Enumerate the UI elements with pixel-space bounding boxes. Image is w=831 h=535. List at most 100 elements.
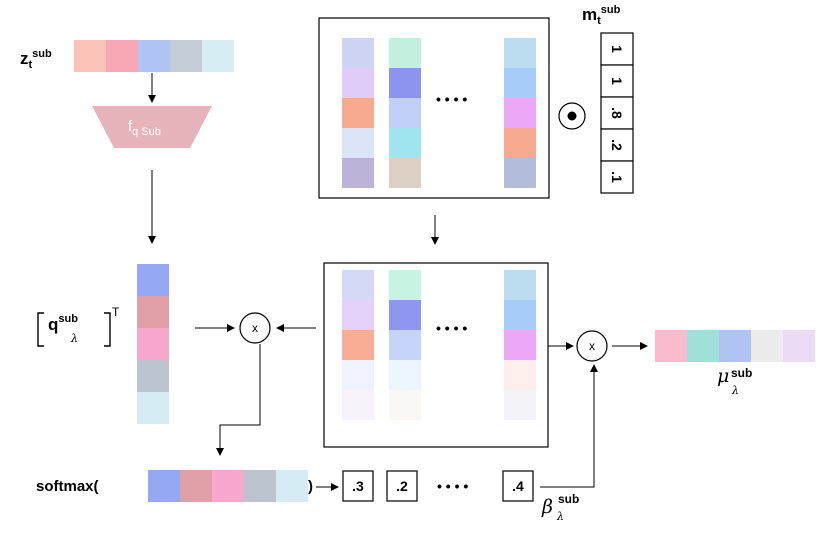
mask-vector: 1 1 .8 .2 .1 [600,32,634,194]
softmax-close-label: ) [308,478,313,495]
z-label: ztsub [20,48,52,71]
q-label-subscript: λ [70,332,78,345]
multiply-node-1-label: x [252,321,258,335]
memory-middle-col1-cell-5 [342,390,374,420]
memory-top-col3-cell-5 [504,158,536,188]
memory-top-col3-cell-4 [504,128,536,158]
q-vector-cell-2 [137,296,169,328]
memory-box-middle [323,262,549,448]
memory-top-col2-cell-2 [389,68,421,98]
beta-label-subscript: λ [556,510,564,523]
memory-middle-col3-cell-1 [504,270,536,300]
q-vector [137,264,169,424]
q-left-bracket [37,312,44,347]
mu-label-superscript: sub [731,366,752,380]
beta-label-superscript: sub [558,492,579,506]
softmax-input-cell-3 [212,470,244,502]
memory-top-col2-cell-1 [389,38,421,68]
memory-middle-col2-cell-4 [389,360,421,390]
softmax-open-label: softmax( [36,478,99,495]
memory-middle-col2-cell-3 [389,330,421,360]
memory-middle-col3-cell-3 [504,330,536,360]
memory-middle-col1-cell-2 [342,300,374,330]
softmax-input-vector [148,470,308,502]
memory-middle-col1-cell-4 [342,360,374,390]
z-vector-cell-2 [106,40,138,72]
memory-top-col3-cell-3 [504,98,536,128]
f-label: fq Sub [128,118,161,138]
memory-top-column-3 [504,38,536,188]
q-transpose-mark: T [112,305,120,319]
memory-top-column-2 [389,38,421,188]
mu-vector-cell-5 [783,330,815,362]
memory-middle-column-3 [504,270,536,420]
beta-vector: .3.2.4 [342,470,534,502]
q-vector-cell-5 [137,392,169,424]
mask-value-2: 1 [609,77,625,85]
multiply-node-2 [576,330,608,362]
softmax-input-cell-1 [148,470,180,502]
memory-box-top [318,17,550,199]
mu-label-subscript: λ [731,384,739,397]
z-vector-cell-1 [74,40,106,72]
z-vector [74,40,234,72]
memory-middle-column-2 [389,270,421,420]
mask-value-1: 1 [609,45,625,53]
q-vector-cell-3 [137,328,169,360]
mu-vector-cell-3 [719,330,751,362]
beta-value-3: .4 [512,478,524,494]
mask-cell-4 [600,128,634,162]
memory-top-col2-cell-3 [389,98,421,128]
memory-middle-col2-cell-2 [389,300,421,330]
memory-top-col2-cell-5 [389,158,421,188]
softmax-input-cell-4 [244,470,276,502]
memory-middle-col1-cell-3 [342,330,374,360]
memory-top-col1-cell-4 [342,128,374,158]
memory-middle-col2-cell-1 [389,270,421,300]
multiply-node-2-label: x [589,339,595,353]
beta-value-1: .3 [352,478,364,494]
multiply-node-1 [239,312,271,344]
beta-cell-2 [386,470,418,502]
mask-value-3: .8 [609,107,625,119]
mu-vector [655,330,815,362]
q-vector-cell-4 [137,360,169,392]
memory-middle-col3-cell-4 [504,360,536,390]
mask-cell-1 [600,32,634,66]
memory-top-col1-cell-2 [342,68,374,98]
mu-label: μ [717,365,729,387]
memory-top-col2-cell-4 [389,128,421,158]
memory-middle-column-1 [342,270,374,420]
elementwise-product-dot [567,111,577,121]
mask-cell-5 [600,160,634,194]
z-vector-cell-3 [138,40,170,72]
beta-label: β [541,496,553,518]
mask-cell-2 [600,64,634,98]
beta-ellipsis: • • • • [437,478,468,494]
mask-value-5: .1 [609,171,625,183]
mask-value-4: .2 [609,139,625,151]
q-vector-cell-1 [137,264,169,296]
mu-vector-cell-1 [655,330,687,362]
memory-top-col3-cell-2 [504,68,536,98]
beta-cell-3 [502,470,534,502]
q-label: qsub [48,313,78,334]
memory-middle-col3-cell-5 [504,390,536,420]
memory-top-col1-cell-5 [342,158,374,188]
z-vector-cell-4 [170,40,202,72]
q-right-bracket [104,312,111,347]
f-q-sub-network [92,106,212,148]
memory-top-ellipsis: • • • • [436,91,467,107]
memory-middle-col3-cell-2 [504,300,536,330]
softmax-input-cell-5 [276,470,308,502]
memory-top-col1-cell-1 [342,38,374,68]
mu-vector-cell-2 [687,330,719,362]
mu-vector-cell-4 [751,330,783,362]
memory-top-column-1 [342,38,374,188]
memory-top-col3-cell-1 [504,38,536,68]
arrow-beta-to-multiply [540,364,598,488]
memory-top-col1-cell-3 [342,98,374,128]
memory-middle-col2-cell-5 [389,390,421,420]
beta-cell-1 [342,470,374,502]
